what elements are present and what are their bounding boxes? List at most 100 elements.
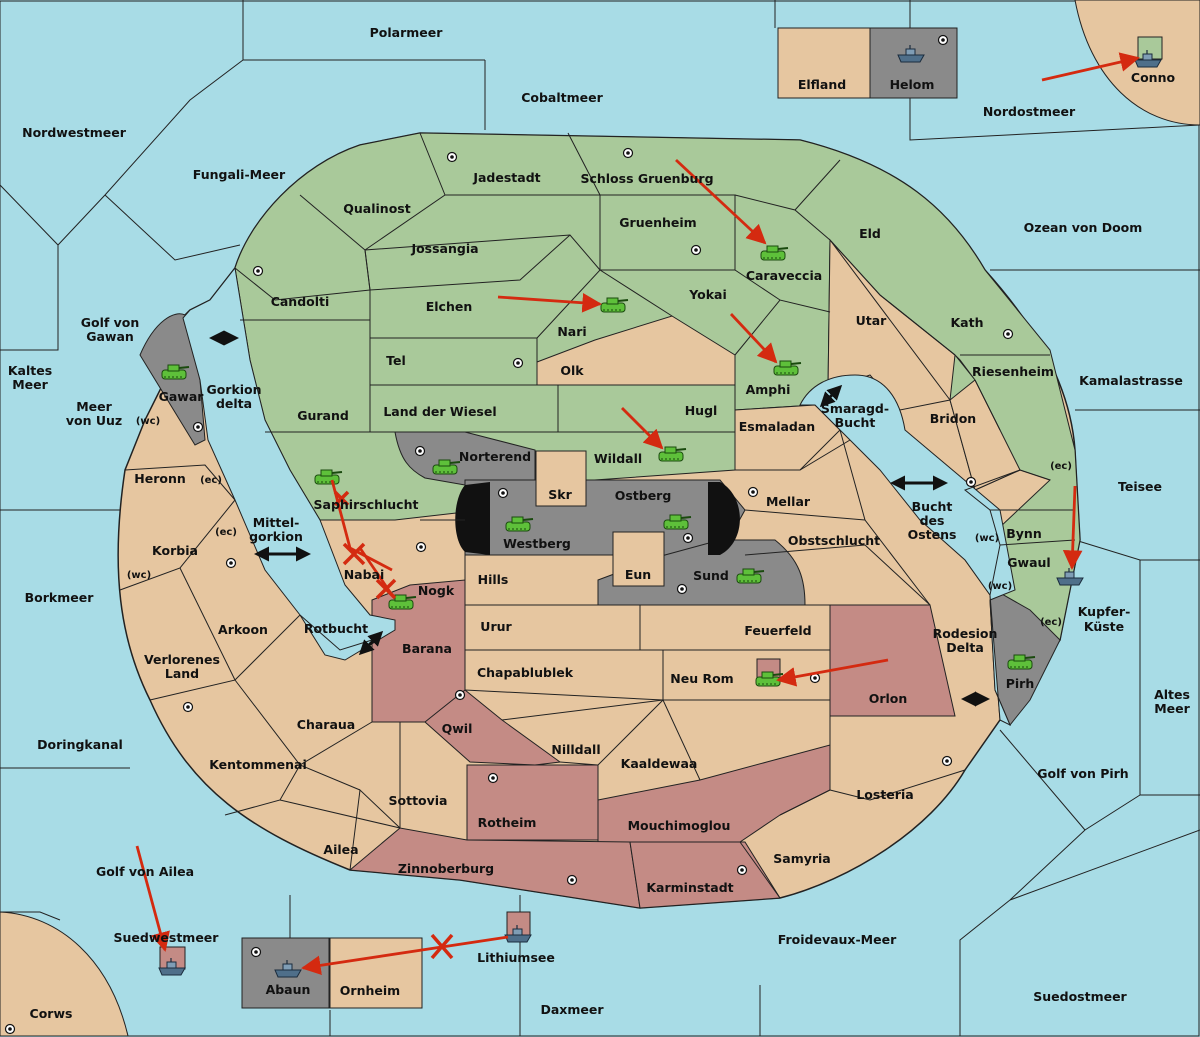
province-label-korbia[interactable]: Korbia xyxy=(152,543,198,558)
province-label-nari[interactable]: Nari xyxy=(557,324,586,339)
province-label-jossangia[interactable]: Jossangia xyxy=(410,241,478,256)
province-label-landderwiesel[interactable]: Land der Wiesel xyxy=(383,404,496,419)
province-label-hills[interactable]: Hills xyxy=(478,572,509,587)
province-label-wildall[interactable]: Wildall xyxy=(594,451,642,466)
province-label-esmaladan[interactable]: Esmaladan xyxy=(739,419,815,434)
province-label-kaaldewaa[interactable]: Kaaldewaa xyxy=(621,756,698,771)
province-label-qualinost[interactable]: Qualinost xyxy=(343,201,410,216)
coast-tag-gwaul-wc: (wc) xyxy=(988,581,1012,592)
province-label-charaua[interactable]: Charaua xyxy=(297,717,355,732)
coast-tags: (wc) (ec) (ec) (wc) (ec) (wc) (wc) (ec) xyxy=(127,416,1072,628)
province-label-qwil[interactable]: Qwil xyxy=(442,721,473,736)
province-label-eld[interactable]: Eld xyxy=(859,226,881,241)
sea-label-golfailea: Golf von Ailea xyxy=(96,864,194,879)
province-label-neurom[interactable]: Neu Rom xyxy=(670,671,733,686)
province-label-nabai[interactable]: Nabai xyxy=(344,567,385,582)
sea-labels: Polarmeer Cobaltmeer Nordwestmeer Fungal… xyxy=(8,25,1191,1017)
coast-tag-bynn-ec: (ec) xyxy=(1050,461,1072,472)
province-label-kath[interactable]: Kath xyxy=(951,315,984,330)
province-label-ailea[interactable]: Ailea xyxy=(323,842,358,857)
province-label-norterend[interactable]: Norterend xyxy=(459,449,531,464)
province-label-mouchimoglou[interactable]: Mouchimoglou xyxy=(628,818,731,833)
sea-label-kamalastrasse: Kamalastrasse xyxy=(1079,373,1183,388)
province-label-gruenheim[interactable]: Gruenheim xyxy=(619,215,696,230)
province-label-urur[interactable]: Urur xyxy=(480,619,512,634)
province-label-yokai[interactable]: Yokai xyxy=(688,287,727,302)
province-label-mellar[interactable]: Mellar xyxy=(766,494,811,509)
province-label-elchen[interactable]: Elchen xyxy=(426,299,473,314)
province-label-orlon[interactable]: Orlon xyxy=(869,691,908,706)
province-label-utar[interactable]: Utar xyxy=(856,313,888,328)
province-label-riesenheim[interactable]: Riesenheim xyxy=(972,364,1054,379)
province-label-corws[interactable]: Corws xyxy=(30,1006,73,1021)
province-label-amphi[interactable]: Amphi xyxy=(746,382,791,397)
province-label-candolti[interactable]: Candolti xyxy=(271,294,330,309)
province-label-heronn[interactable]: Heronn xyxy=(134,471,186,486)
province-label-chapablublek[interactable]: Chapablublek xyxy=(477,665,574,680)
tan-enclaves xyxy=(536,238,1021,491)
province-label-arkoon[interactable]: Arkoon xyxy=(218,622,268,637)
sea-label-suedostmeer: Suedostmeer xyxy=(1033,989,1127,1004)
province-label-obstschlucht[interactable]: Obstschlucht xyxy=(788,533,880,548)
province-label-conno[interactable]: Conno xyxy=(1131,70,1176,85)
coast-tag-korbia-ec: (ec) xyxy=(215,527,237,538)
province-label-gwaul[interactable]: Gwaul xyxy=(1007,555,1050,570)
red-territories xyxy=(159,579,956,970)
province-label-olk[interactable]: Olk xyxy=(560,363,584,378)
province-label-schlossgruenburg[interactable]: Schloss Gruenburg xyxy=(580,171,713,186)
sea-label-borkmeer: Borkmeer xyxy=(25,590,95,605)
mountain-caps xyxy=(455,482,740,555)
province-label-saphirschlucht[interactable]: Saphirschlucht xyxy=(314,497,419,512)
supply-centers xyxy=(4,34,1014,1035)
province-label-gurand[interactable]: Gurand xyxy=(297,408,349,423)
province-label-elfland[interactable]: Elfland xyxy=(798,77,846,92)
province-label-westberg[interactable]: Westberg xyxy=(503,536,571,551)
province-label-feuerfeld[interactable]: Feuerfeld xyxy=(744,623,811,638)
sea-label-fungali: Fungali-Meer xyxy=(193,167,286,182)
coast-tag-gawar-wc: (wc) xyxy=(136,416,160,427)
sea-label-polarmeer: Polarmeer xyxy=(370,25,444,40)
province-label-rotheim[interactable]: Rotheim xyxy=(478,815,537,830)
province-label-hugl[interactable]: Hugl xyxy=(685,403,718,418)
province-label-bridon[interactable]: Bridon xyxy=(930,411,976,426)
sea-label-nordwestmeer: Nordwestmeer xyxy=(22,125,127,140)
province-label-bynn[interactable]: Bynn xyxy=(1006,526,1041,541)
province-label-abaun[interactable]: Abaun xyxy=(266,982,311,997)
province-label-tel[interactable]: Tel xyxy=(386,353,406,368)
province-label-pirh[interactable]: Pirh xyxy=(1006,676,1035,691)
province-borders xyxy=(119,132,1076,899)
coast-tag-bynn-wc: (wc) xyxy=(975,533,999,544)
province-label-eun[interactable]: Eun xyxy=(625,567,651,582)
province-label-zinnoberburg[interactable]: Zinnoberburg xyxy=(398,861,494,876)
province-label-ornheim[interactable]: Ornheim xyxy=(340,983,400,998)
province-label-sund[interactable]: Sund xyxy=(693,568,729,583)
sea-label-golfpirh: Golf von Pirh xyxy=(1037,766,1128,781)
sea-label-smaragdbucht: Smaragd-Bucht xyxy=(821,401,889,430)
province-label-gawar[interactable]: Gawar xyxy=(159,389,205,404)
province-label-helom[interactable]: Helom xyxy=(890,77,935,92)
sea-label-froidevaux: Froidevaux-Meer xyxy=(778,932,897,947)
province-label-samyria[interactable]: Samyria xyxy=(773,851,831,866)
province-label-kentommenai[interactable]: Kentommenai xyxy=(209,757,307,772)
province-label-losteria[interactable]: Losteria xyxy=(856,787,913,802)
province-label-skr[interactable]: Skr xyxy=(548,487,572,502)
province-label-nogk[interactable]: Nogk xyxy=(418,583,455,598)
province-label-barana[interactable]: Barana xyxy=(402,641,452,656)
province-label-karminstadt[interactable]: Karminstadt xyxy=(646,880,733,895)
sea-label-ozean: Ozean von Doom xyxy=(1024,220,1143,235)
sea-label-cobaltmeer: Cobaltmeer xyxy=(521,90,603,105)
province-label-nilldall[interactable]: Nilldall xyxy=(551,742,600,757)
sea-label-lithiumsee: Lithiumsee xyxy=(477,950,555,965)
province-label-jadestadt[interactable]: Jadestadt xyxy=(472,170,540,185)
province-label-ostberg[interactable]: Ostberg xyxy=(615,488,672,503)
province-label-caraveccia[interactable]: Caraveccia xyxy=(746,268,822,283)
sea-label-doringkanal: Doringkanal xyxy=(37,737,123,752)
province-label-sottovia[interactable]: Sottovia xyxy=(389,793,448,808)
